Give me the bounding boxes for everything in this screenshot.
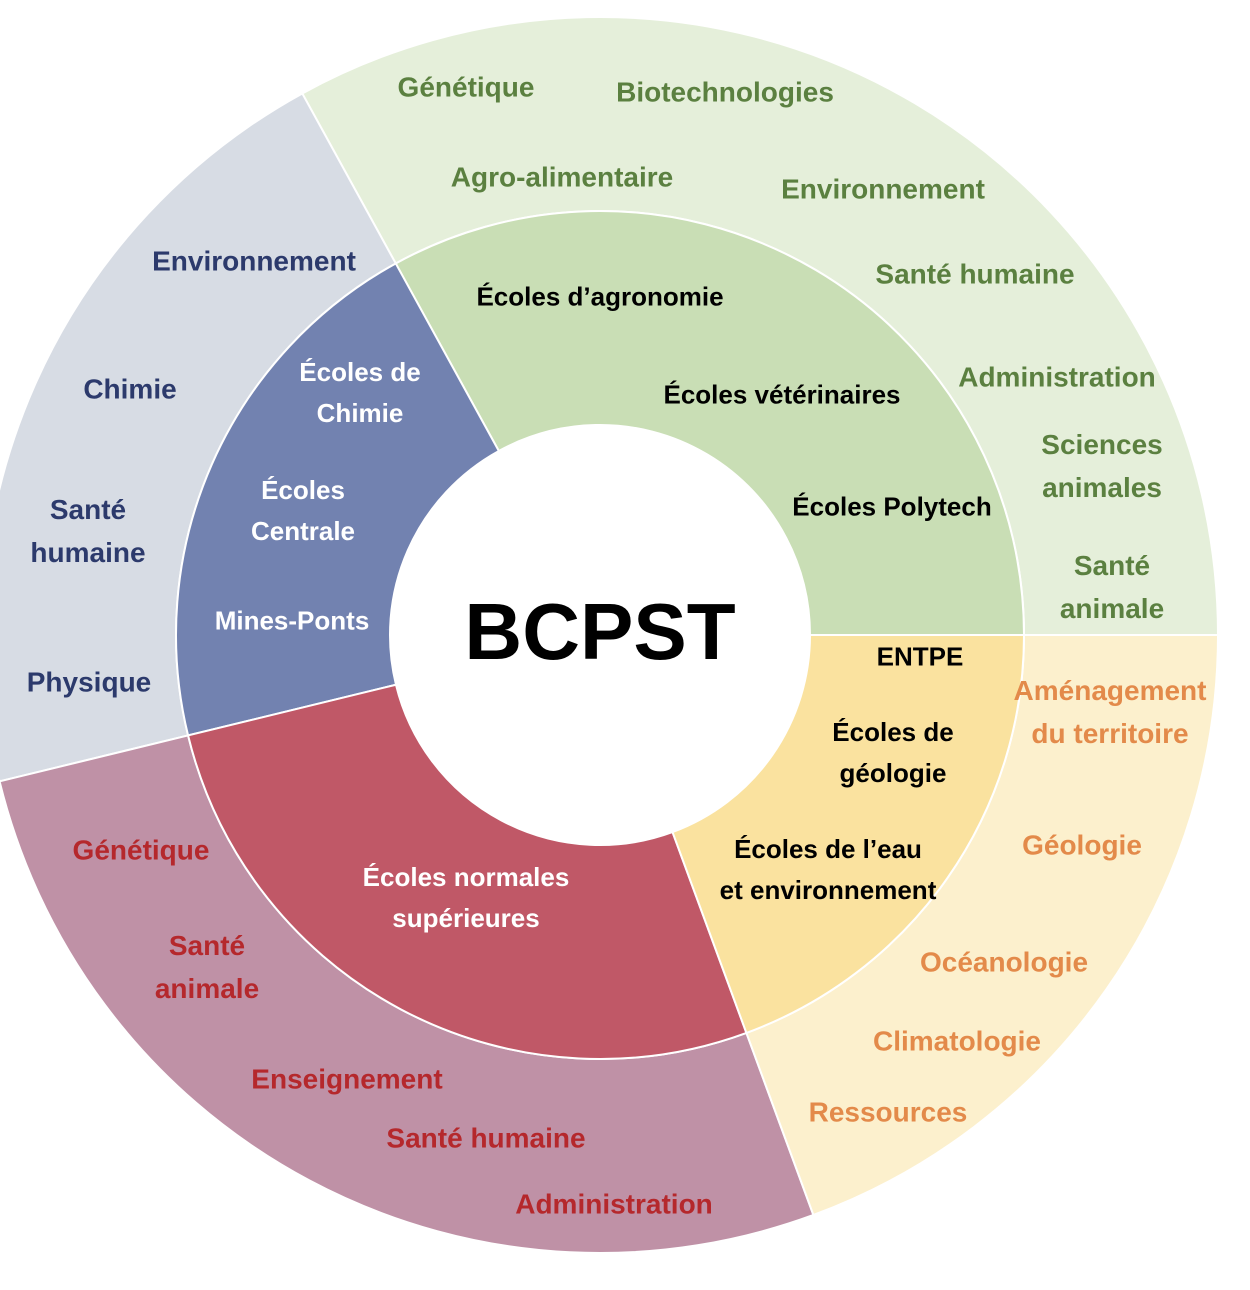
red-field: Santé humaine: [386, 1122, 586, 1154]
yellow-field: Océanologie: [919, 946, 1089, 978]
blue-school: Écoles Centrale: [250, 475, 356, 546]
red-field: Santé animale: [154, 930, 260, 1004]
green-field: Génétique: [397, 71, 535, 103]
yellow-school: Écoles de géologie: [832, 717, 954, 788]
yellow-school: Écoles de l’eau et environnement: [719, 834, 937, 905]
red-school: Écoles normales supérieures: [362, 862, 570, 933]
yellow-school: ENTPE: [876, 641, 964, 672]
green-school: Écoles vétérinaires: [663, 379, 901, 410]
red-inner-segment: [186, 683, 748, 1060]
yellow-field: Ressources: [808, 1096, 968, 1128]
center-circle: [390, 425, 810, 845]
red-field: Génétique: [72, 834, 210, 866]
green-school: Écoles d’agronomie: [476, 281, 724, 312]
green-field: Sciences animales: [1041, 429, 1163, 503]
green-field: Biotechnologies: [616, 76, 834, 108]
yellow-field: Climatologie: [872, 1025, 1042, 1057]
green-field: Environnement: [781, 173, 985, 205]
yellow-field: Géologie: [1022, 829, 1142, 861]
yellow-field: Aménagement du territoire: [1013, 675, 1207, 749]
blue-field: Environnement: [152, 245, 356, 277]
red-field: Administration: [515, 1188, 713, 1220]
blue-field: Chimie: [83, 373, 177, 405]
center-title: BCPST: [464, 587, 736, 676]
blue-school: Écoles de Chimie: [299, 357, 421, 428]
green-field: Santé animale: [1059, 550, 1165, 624]
blue-field: Santé humaine: [30, 494, 146, 568]
green-field: Santé humaine: [875, 258, 1075, 290]
blue-school: Mines-Ponts: [214, 605, 370, 636]
blue-field: Physique: [26, 666, 152, 698]
green-field: Agro-alimentaire: [450, 161, 674, 193]
red-field: Enseignement: [251, 1063, 443, 1095]
green-school: Écoles Polytech: [792, 491, 992, 522]
green-field: Administration: [958, 361, 1156, 393]
